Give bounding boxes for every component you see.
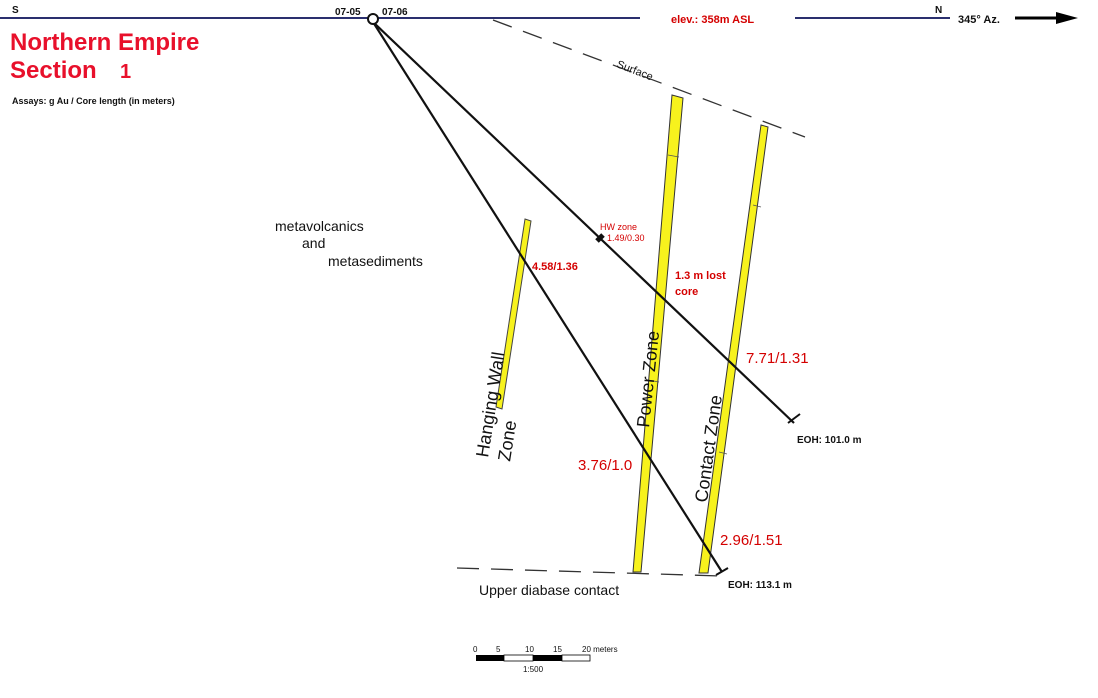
eoh-label-1: EOH: 101.0 m <box>797 435 862 446</box>
hanging-wall-assay: 4.58/1.36 <box>532 261 578 273</box>
south-label: S <box>12 5 19 16</box>
title-line-1: Northern Empire <box>10 29 199 56</box>
contact-zone-band <box>698 124 769 574</box>
power-zone-label: Power Zone <box>633 330 663 429</box>
scale-ratio: 1:500 <box>523 665 544 674</box>
diabase-label: Upper diabase contact <box>479 582 619 598</box>
scale-bar: 0 5 10 15 20 meters 1:500 <box>473 645 618 674</box>
surface-line <box>492 19 806 138</box>
hw-zone-assay: 1.49/0.30 <box>607 233 645 243</box>
eoh-tick-2 <box>715 567 729 576</box>
scale-tick-0: 0 <box>473 645 478 654</box>
collar-icon <box>367 13 379 25</box>
eoh-label-2: EOH: 113.1 m <box>728 580 792 591</box>
lost-core-label-2: core <box>675 286 698 298</box>
contact-zone-lower-assay: 2.96/1.51 <box>720 532 783 549</box>
drill-hole-07-06-trace <box>372 21 723 573</box>
assays-note: Assays: g Au / Core length (in meters) <box>12 96 175 106</box>
scale-tick-10: 10 <box>525 645 534 654</box>
eoh-tick-1 <box>787 413 801 424</box>
elevation-label: elev.: 358m ASL <box>671 14 754 26</box>
rock-label-1: metavolcanics <box>275 218 364 234</box>
power-zone-upper-assay: 7.71/1.31 <box>746 350 809 367</box>
scale-tick-5: 5 <box>496 645 501 654</box>
surface-label: Surface <box>615 59 655 84</box>
azimuth-arrow-icon <box>1015 12 1078 24</box>
azimuth-label: 345° Az. <box>958 14 1000 26</box>
diabase-contact-line <box>456 567 723 577</box>
power-zone-lower-assay: 3.76/1.0 <box>578 457 632 474</box>
section-number: 1 <box>120 61 131 83</box>
hole-label-07-06: 07-06 <box>382 7 408 18</box>
hole-label-07-05: 07-05 <box>335 7 361 18</box>
rock-label-3: metasediments <box>328 253 423 269</box>
lost-core-label-1: 1.3 m lost <box>675 270 726 282</box>
north-label: N <box>935 5 942 16</box>
scale-tick-15: 15 <box>553 645 562 654</box>
rock-label-2: and <box>302 235 325 251</box>
drill-hole-07-05-trace <box>372 21 795 424</box>
scale-tick-20: 20 meters <box>582 645 618 654</box>
hanging-wall-label-2: Zone <box>494 419 520 463</box>
hanging-wall-zone-band <box>495 218 532 410</box>
title-line-2: Section <box>10 57 97 84</box>
hw-zone-marker <box>595 233 605 243</box>
hw-zone-label: HW zone <box>600 222 637 232</box>
